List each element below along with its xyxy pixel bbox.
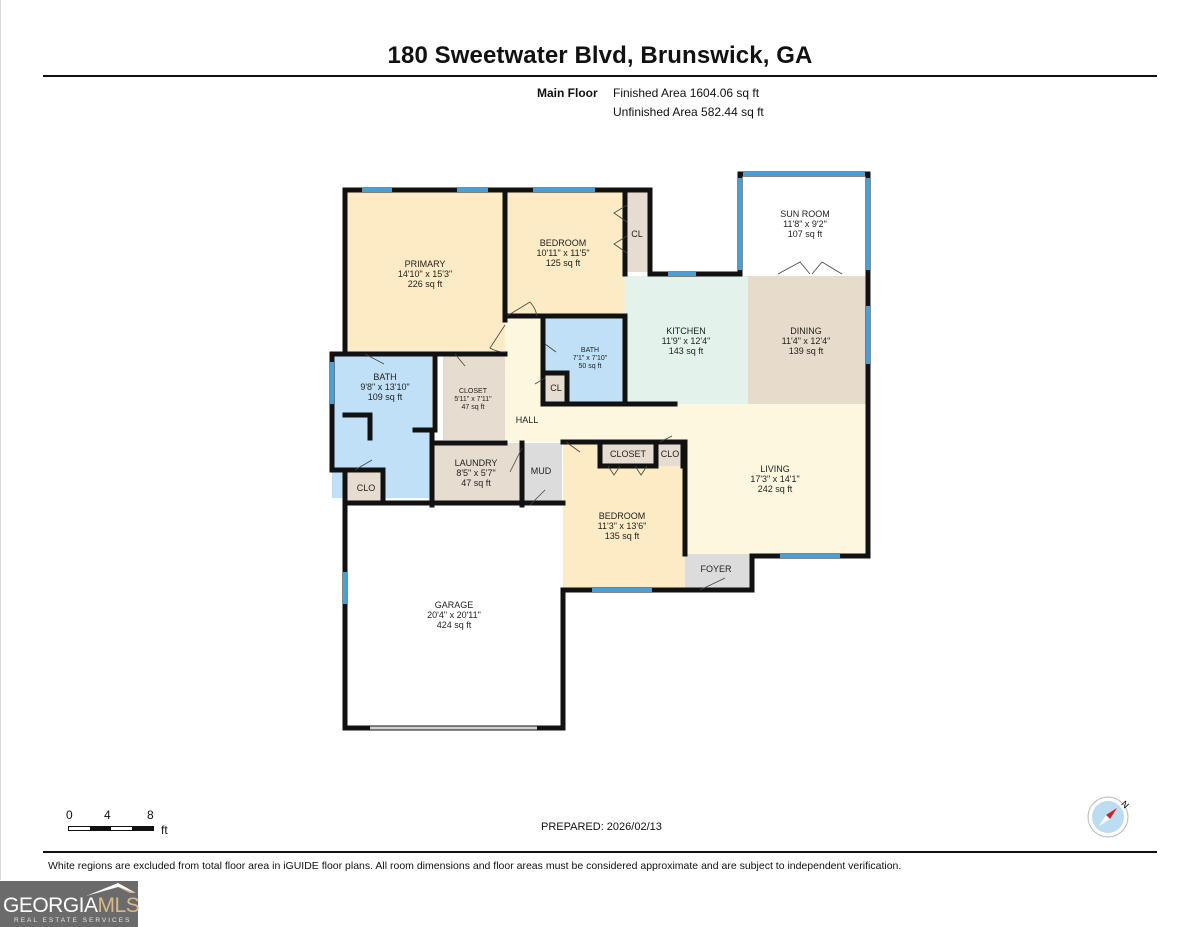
disclaimer: White regions are excluded from total fl… <box>48 860 902 872</box>
svg-text:143 sq ft: 143 sq ft <box>669 346 704 356</box>
room-living-west[interactable] <box>562 404 682 444</box>
finished-area: Finished Area 1604.06 sq ft <box>613 86 760 100</box>
page-edge <box>0 0 1 880</box>
room-fills <box>332 174 868 728</box>
svg-text:N: N <box>1119 799 1130 811</box>
room-sun-room[interactable] <box>740 174 868 274</box>
room-bedroom-north[interactable] <box>505 192 625 314</box>
svg-text:8'5" x 5'7": 8'5" x 5'7" <box>456 468 495 478</box>
svg-text:CLOSET: CLOSET <box>610 449 647 459</box>
georgia-mls-logo: GEORGIAMLS REAL ESTATE SERVICES <box>0 881 140 927</box>
svg-text:109 sq ft: 109 sq ft <box>368 392 403 402</box>
svg-text:9'8" x 13'10": 9'8" x 13'10" <box>360 382 409 392</box>
svg-text:47 sq ft: 47 sq ft <box>461 478 491 488</box>
svg-text:PRIMARY: PRIMARY <box>405 259 446 269</box>
svg-text:GARAGE: GARAGE <box>435 600 474 610</box>
room-cl-bath[interactable] <box>545 375 567 401</box>
svg-text:135 sq ft: 135 sq ft <box>605 531 640 541</box>
svg-text:11'9" x 12'4": 11'9" x 12'4" <box>662 336 711 346</box>
svg-text:5'11" x 7'11": 5'11" x 7'11" <box>454 396 492 403</box>
svg-text:HALL: HALL <box>516 415 539 425</box>
room-closet-bedroom[interactable] <box>600 442 656 466</box>
footer-divider <box>43 851 1157 853</box>
room-foyer[interactable] <box>685 554 750 590</box>
door-swings <box>354 204 843 591</box>
scale-unit: ft <box>161 823 168 837</box>
svg-text:BEDROOM: BEDROOM <box>540 238 587 248</box>
svg-text:424 sq ft: 424 sq ft <box>437 620 472 630</box>
svg-text:10'11" x 11'5": 10'11" x 11'5" <box>536 248 589 258</box>
svg-text:11'3" x 13'6": 11'3" x 13'6" <box>598 521 647 531</box>
scale-graphic <box>68 826 154 831</box>
unfinished-area: Unfinished Area 582.44 sq ft <box>613 105 764 119</box>
scale-tick-0: 0 <box>66 808 73 822</box>
room-garage[interactable] <box>345 505 563 728</box>
scale-tick-4: 4 <box>104 808 111 822</box>
scale-tick-8: 8 <box>147 808 154 822</box>
room-laundry[interactable] <box>432 443 522 503</box>
svg-text:CLO: CLO <box>357 483 376 493</box>
room-primary[interactable] <box>345 192 505 354</box>
svg-text:BATH: BATH <box>373 372 396 382</box>
room-cl-north[interactable] <box>625 192 649 272</box>
scale-bar: 0 4 8 ft <box>66 808 176 838</box>
roof-icon <box>86 883 136 896</box>
logo-wordmark: GEORGIAMLS <box>3 894 140 917</box>
svg-text:17'3" x 14'1": 17'3" x 14'1" <box>750 474 799 484</box>
svg-text:KITCHEN: KITCHEN <box>666 326 706 336</box>
svg-text:MUD: MUD <box>531 466 552 476</box>
svg-text:11'8" x 9'2": 11'8" x 9'2" <box>783 219 827 229</box>
svg-text:BATH: BATH <box>581 347 599 354</box>
svg-text:107 sq ft: 107 sq ft <box>788 229 823 239</box>
svg-text:SUN ROOM: SUN ROOM <box>780 209 830 219</box>
svg-text:47 sq ft: 47 sq ft <box>462 404 485 411</box>
svg-text:125 sq ft: 125 sq ft <box>546 258 581 268</box>
room-living[interactable] <box>675 404 868 554</box>
svg-text:20'4" x 20'11": 20'4" x 20'11" <box>427 610 481 620</box>
logo-tagline: REAL ESTATE SERVICES <box>14 917 132 924</box>
header-divider <box>43 75 1157 77</box>
svg-text:CL: CL <box>631 229 643 239</box>
svg-text:11'4" x 12'4": 11'4" x 12'4" <box>782 336 831 346</box>
svg-text:242 sq ft: 242 sq ft <box>758 484 793 494</box>
svg-text:CL: CL <box>550 383 562 393</box>
svg-text:226 sq ft: 226 sq ft <box>408 279 443 289</box>
room-mud[interactable] <box>522 443 562 505</box>
floor-label: Main Floor <box>537 86 598 100</box>
svg-text:LIVING: LIVING <box>760 464 790 474</box>
windows <box>330 172 870 604</box>
svg-text:FOYER: FOYER <box>700 564 732 574</box>
room-clo-living[interactable] <box>658 442 683 466</box>
svg-text:14'10" x 15'3": 14'10" x 15'3" <box>398 269 452 279</box>
svg-text:BEDROOM: BEDROOM <box>599 511 646 521</box>
prepared-date: PREPARED: 2026/02/13 <box>541 821 662 833</box>
page-title: 180 Sweetwater Blvd, Brunswick, GA <box>387 42 813 69</box>
svg-text:50 sq ft: 50 sq ft <box>579 363 602 370</box>
svg-text:LAUNDRY: LAUNDRY <box>455 458 498 468</box>
room-dining[interactable] <box>748 276 868 406</box>
svg-text:139 sq ft: 139 sq ft <box>789 346 824 356</box>
svg-text:7'1" x 7'10": 7'1" x 7'10" <box>573 355 608 362</box>
room-kitchen[interactable] <box>625 276 748 406</box>
room-closet-primary[interactable] <box>443 356 505 440</box>
svg-text:CLOSET: CLOSET <box>459 388 488 395</box>
compass-icon: N <box>1087 796 1130 838</box>
room-labels: PRIMARY 14'10" x 15'3" 226 sq ft BEDROOM… <box>357 209 831 630</box>
room-clo-bath[interactable] <box>347 470 383 502</box>
svg-text:DINING: DINING <box>790 326 822 336</box>
svg-text:CLO: CLO <box>661 449 680 459</box>
